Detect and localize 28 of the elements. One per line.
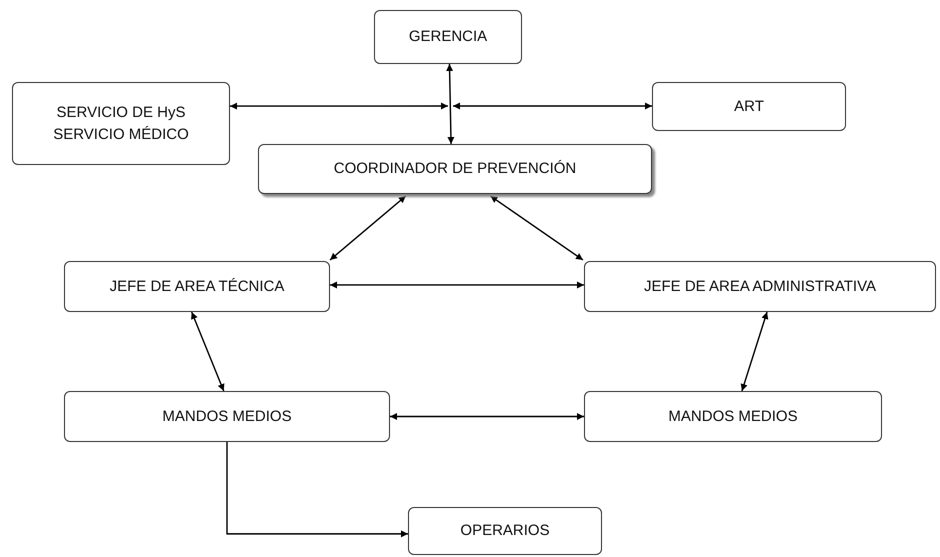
box-label: GERENCIA (408, 27, 488, 48)
arrow (230, 102, 448, 110)
box-label: SERVICIO DE HyS SERVICIO MÉDICO (52, 102, 190, 144)
box-label: MANDOS MEDIOS (161, 406, 293, 427)
process-box (12, 82, 230, 165)
arrow (390, 413, 584, 420)
arrow (740, 312, 768, 392)
arrow (226, 442, 408, 538)
process-box (374, 10, 522, 64)
process-box (408, 507, 602, 555)
arrow (191, 312, 224, 392)
box-label: ART (733, 96, 765, 117)
box-label: COORDINADOR DE PREVENCIÓN (332, 159, 578, 180)
process-box (64, 261, 330, 312)
process-box (584, 261, 936, 312)
arrow (490, 195, 584, 261)
arrow (453, 102, 652, 110)
arrow (446, 64, 454, 144)
arrow (330, 195, 406, 261)
process-box (258, 144, 652, 194)
process-box (584, 391, 882, 442)
process-box (652, 82, 846, 131)
process-box (64, 391, 390, 442)
box-label: OPERARIOS (459, 521, 551, 542)
box-label: JEFE DE AREA ADMINISTRATIVA (643, 276, 877, 297)
arrow (330, 281, 584, 288)
box-label: JEFE DE AREA TÉCNICA (108, 276, 286, 297)
box-label: MANDOS MEDIOS (667, 406, 799, 427)
